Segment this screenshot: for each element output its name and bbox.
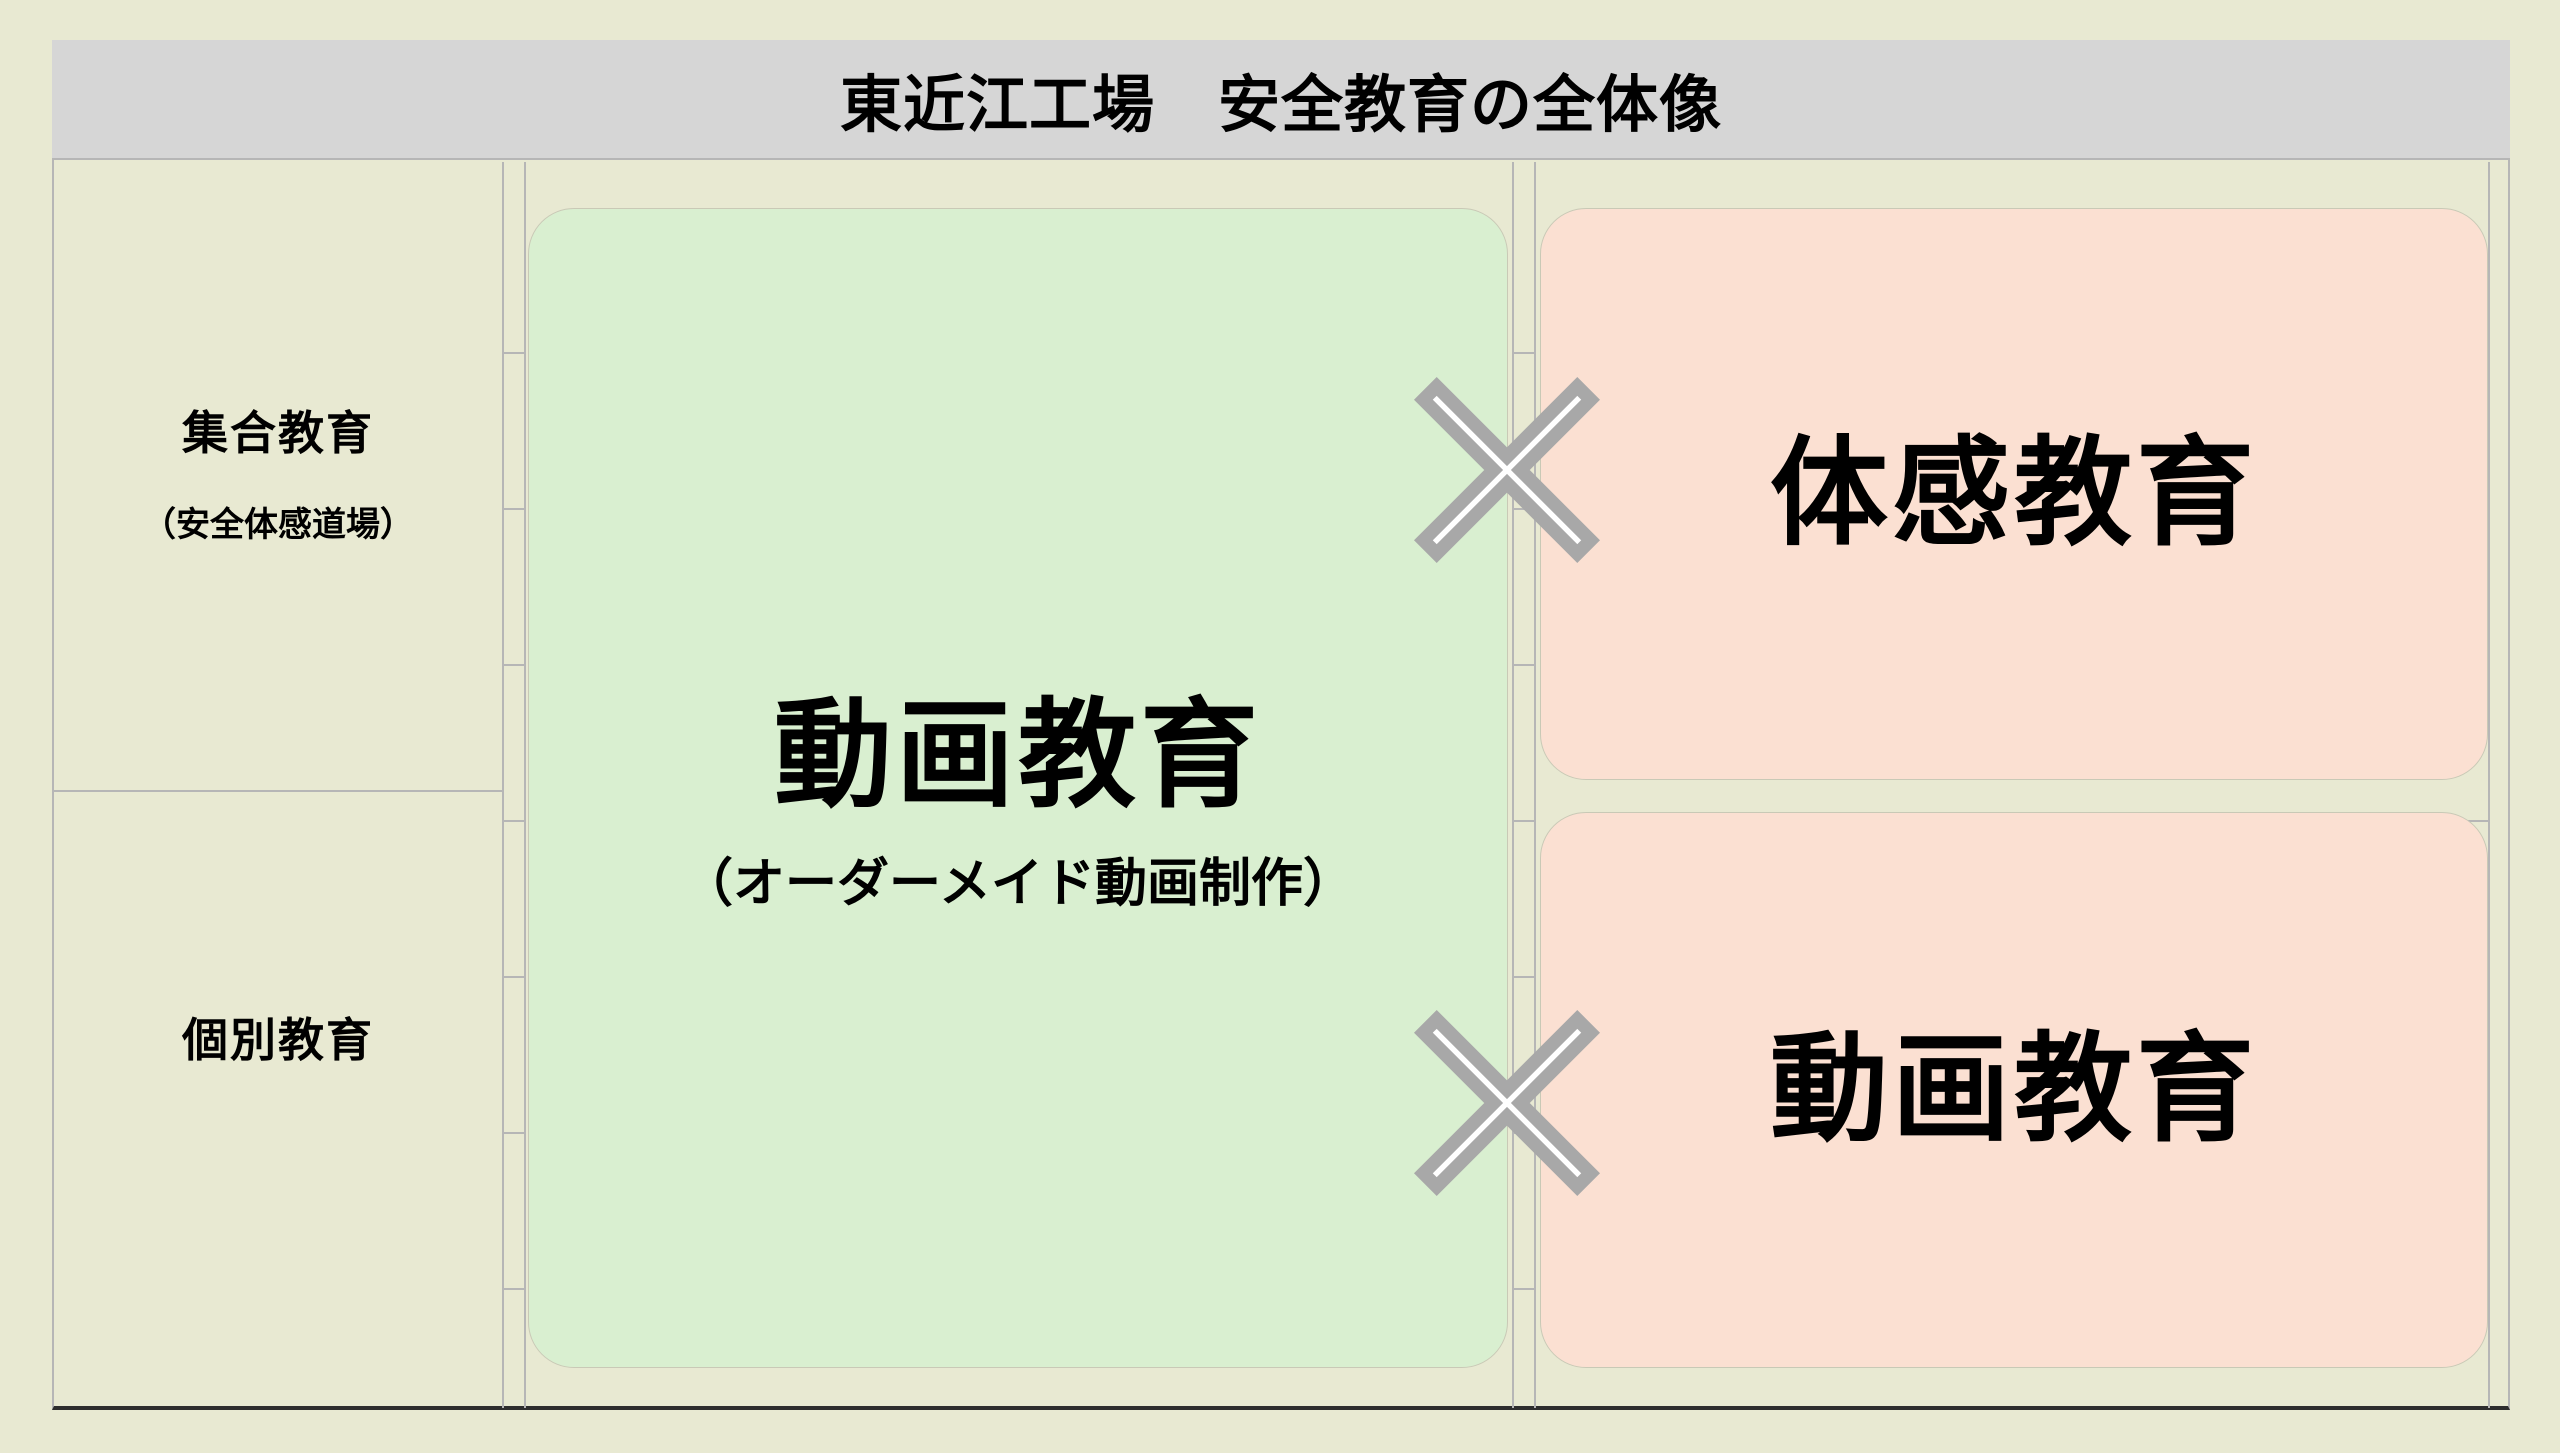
video-education-title: 動画教育: [773, 689, 1262, 822]
gridline-h-c2-b: [1512, 508, 1536, 510]
gridline-h-c1-g: [502, 1288, 526, 1290]
gridline-h-c2-d: [1512, 820, 1536, 822]
gridline-vertical-col1: [502, 162, 504, 1408]
gridline-h-c2-c: [1512, 664, 1536, 666]
gridline-vertical-col2: [524, 162, 526, 1408]
row-label-individual: 個別教育: [54, 792, 502, 1408]
gridline-h-c2-g: [1512, 1288, 1536, 1290]
experiential-education-box[interactable]: 体感教育: [1540, 208, 2488, 780]
gridline-h-c2-e: [1512, 976, 1536, 978]
gridline-h-c2-f: [1512, 1132, 1536, 1134]
gridline-h-c1-d: [502, 820, 526, 822]
gridline-vertical-col4: [1534, 162, 1536, 1408]
gridline-h-c2-a: [1512, 352, 1536, 354]
video-education-individual-box[interactable]: 動画教育: [1540, 812, 2488, 1368]
video-education-box[interactable]: 動画教育 （オーダーメイド動画制作）: [528, 208, 1508, 1368]
page-title-bar: 東近江工場 安全教育の全体像: [52, 40, 2510, 160]
row-label-collective-main: 集合教育: [182, 407, 374, 459]
video-education-text-group: 動画教育 （オーダーメイド動画制作）: [681, 697, 1355, 916]
gridline-h-c1-e: [502, 976, 526, 978]
row-label-individual-main: 個別教育: [182, 1013, 374, 1066]
row-label-collective-sub: （安全体感道場）: [142, 505, 414, 544]
row-label-collective: 集合教育 （安全体感道場）: [54, 162, 502, 790]
gridline-h-label-divider: [54, 790, 504, 792]
gridline-h-c1-f: [502, 1132, 526, 1134]
gridline-vertical-col5: [2488, 162, 2490, 1408]
gridline-vertical-col3: [1512, 162, 1514, 1408]
gridline-h-c1-a: [502, 352, 526, 354]
gridline-h-c1-c: [502, 664, 526, 666]
gridline-h-c3-d: [2466, 820, 2490, 822]
video-education-subtitle: （オーダーメイド動画制作）: [681, 854, 1355, 913]
experiential-education-title: 体感教育: [1769, 428, 2258, 560]
page-title: 東近江工場 安全教育の全体像: [839, 71, 1722, 140]
gridline-h-c1-b: [502, 508, 526, 510]
video-education-individual-title: 動画教育: [1769, 1024, 2258, 1156]
